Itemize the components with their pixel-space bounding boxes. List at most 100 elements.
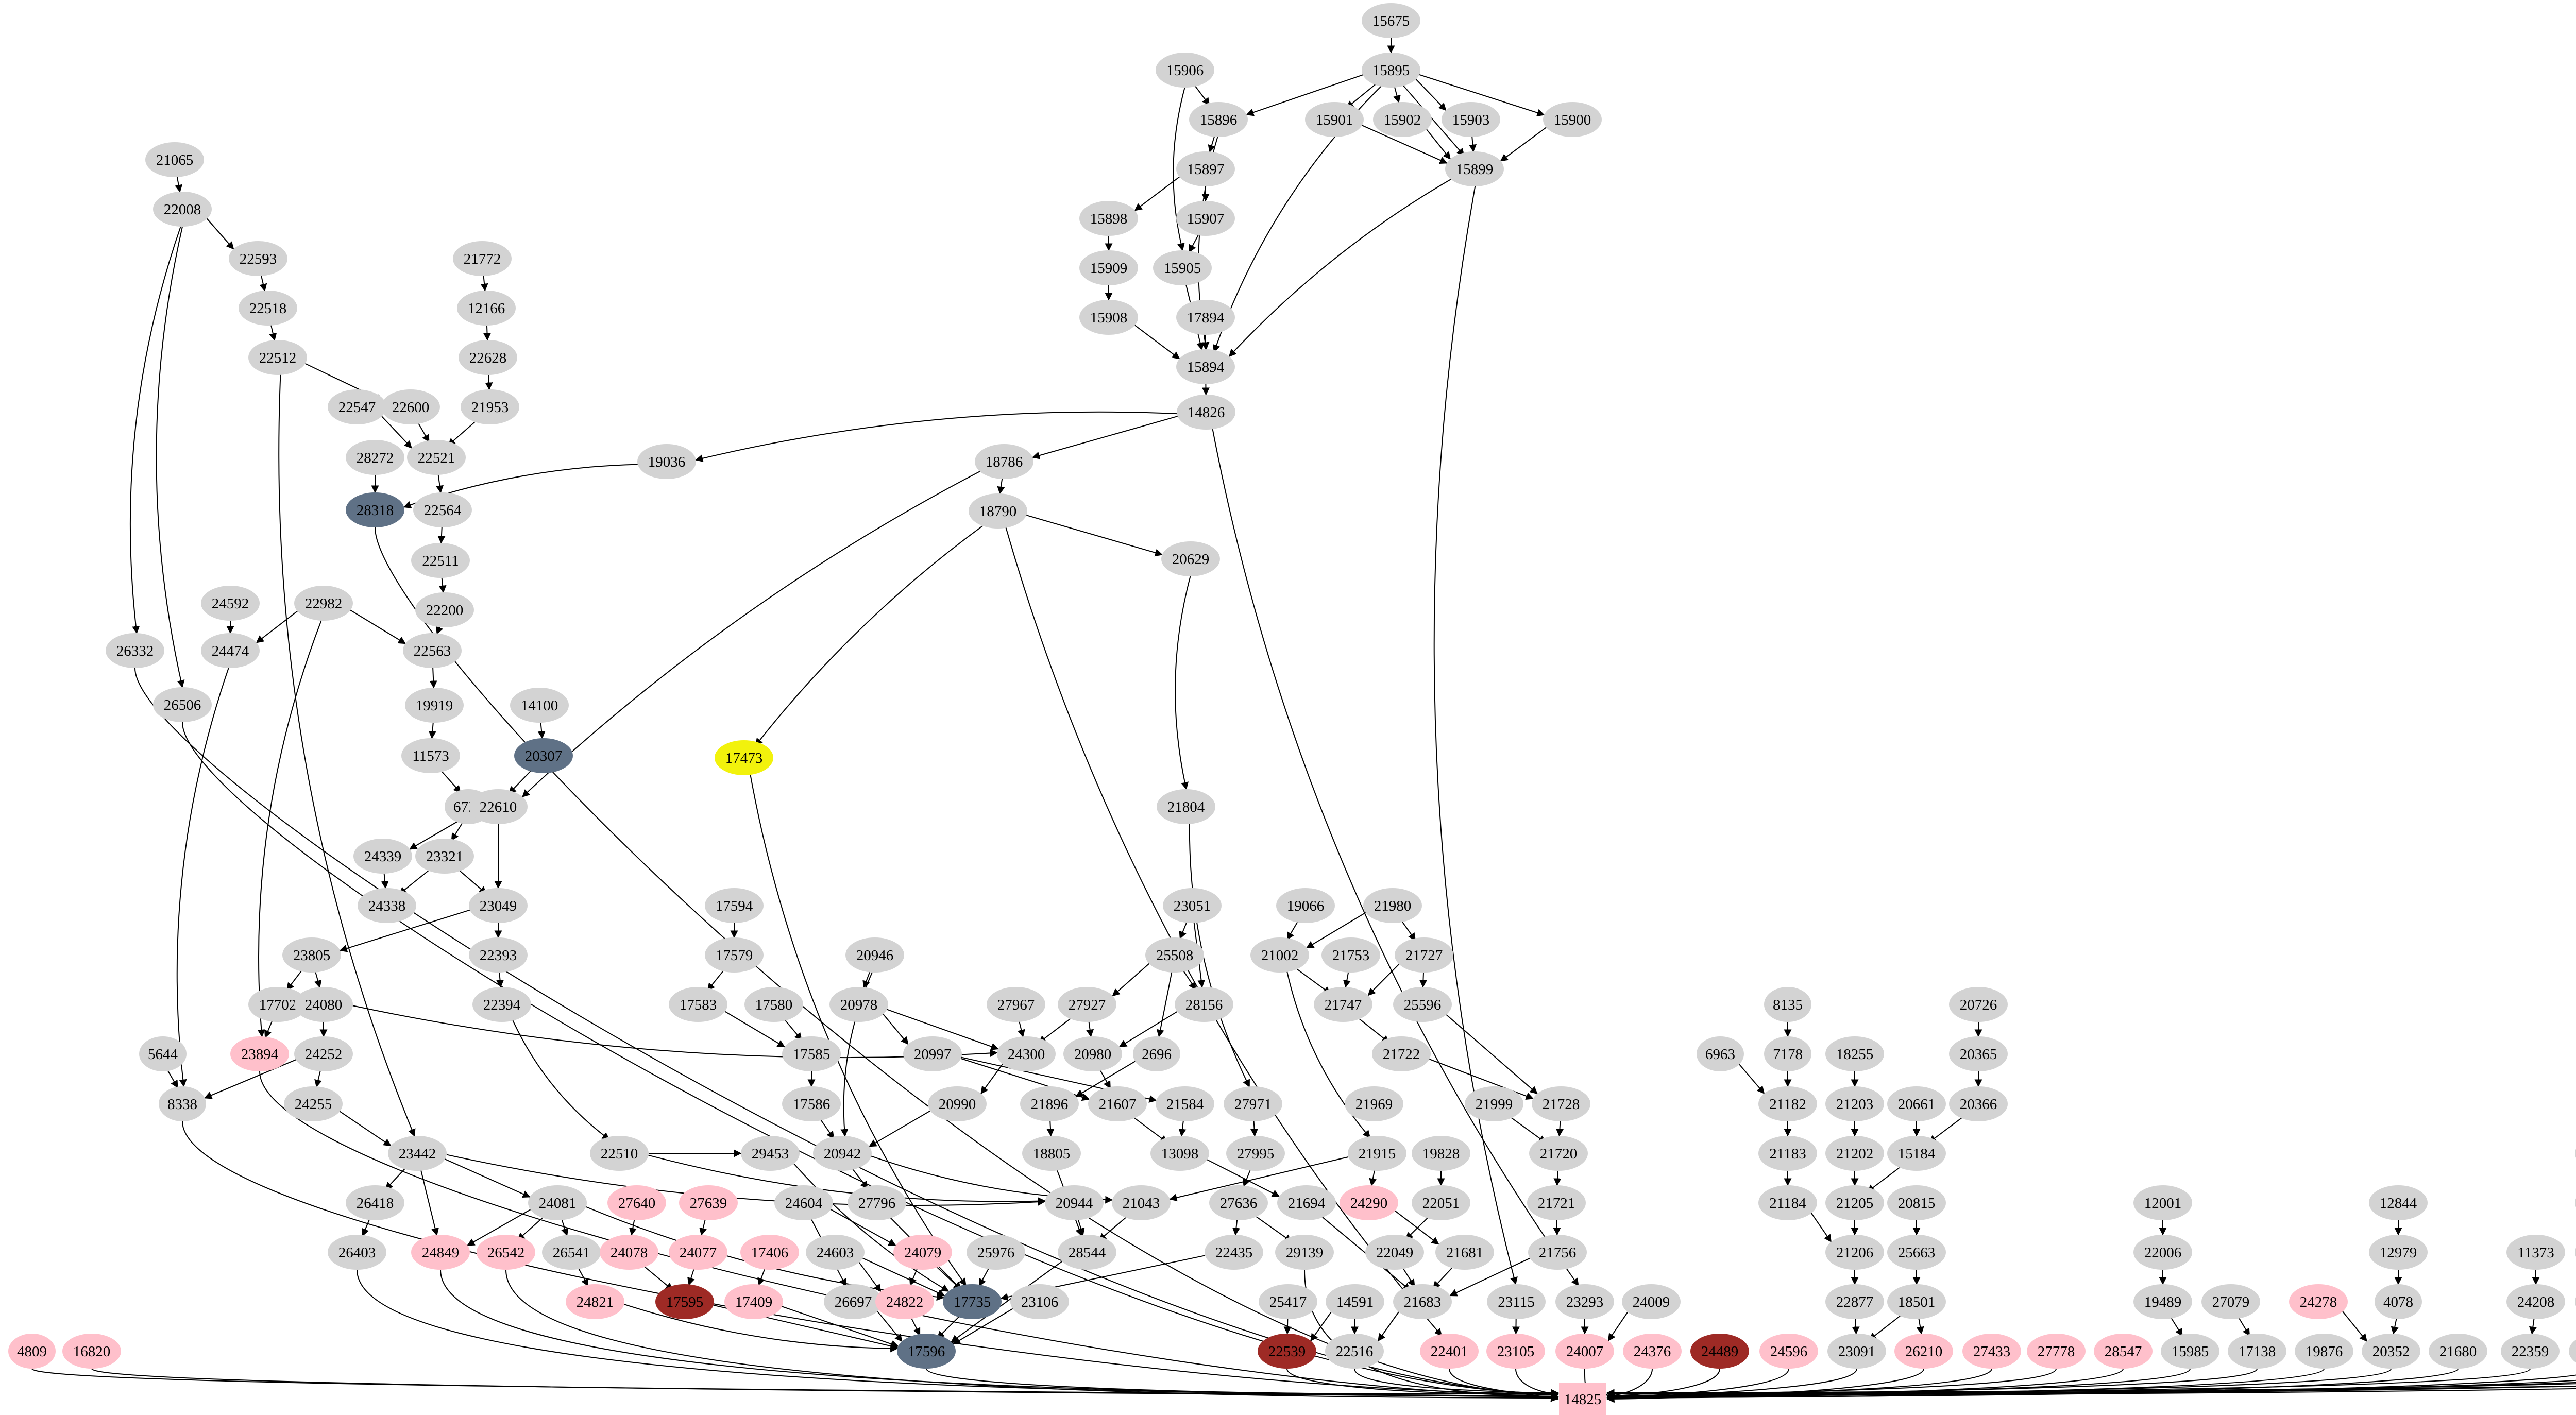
node-ellipse [403, 633, 462, 668]
graph-node-label: 28544 [1069, 1244, 1106, 1261]
node-ellipse [284, 1086, 343, 1121]
graph-node-29453: 29453 [741, 1136, 800, 1171]
graph-edge-23105-14825 [1515, 1368, 1559, 1400]
graph-node-17594: 17594 [705, 888, 764, 923]
graph-node-27927: 27927 [1058, 987, 1116, 1022]
node-ellipse [106, 633, 164, 668]
graph-node-label: 23091 [1838, 1343, 1876, 1360]
graph-node-label: 27639 [690, 1195, 727, 1212]
graph-node-label: 7178 [1773, 1046, 1803, 1063]
graph-node-label: 27927 [1069, 997, 1106, 1013]
graph-edge-26327-14825 [1606, 1386, 2576, 1397]
graph-node-label: 21720 [1540, 1146, 1578, 1162]
graph-edge-17735-17596 [937, 1314, 962, 1339]
graph-edge-21772-12166 [480, 276, 488, 292]
graph-node-label: 12166 [468, 300, 505, 317]
node-ellipse [1177, 395, 1235, 430]
graph-node-12979: 12979 [2369, 1235, 2428, 1270]
graph-node-label: 25508 [1156, 947, 1194, 964]
node-ellipse [1764, 987, 1811, 1022]
graph-node-label: 17586 [793, 1096, 831, 1113]
graph-node-label: 23106 [1021, 1294, 1059, 1310]
graph-edge-21584-13098 [1178, 1121, 1187, 1137]
graph-edge-22049-21683 [1402, 1267, 1415, 1287]
graph-node-label: 5644 [148, 1046, 178, 1063]
node-ellipse [346, 1185, 404, 1220]
graph-node-label: 22393 [480, 947, 517, 964]
graph-edge-24009-24007 [1607, 1311, 1629, 1341]
graph-node-27796: 27796 [848, 1185, 906, 1220]
graph-edge-28156-20980 [1118, 1011, 1178, 1048]
graph-node-21915: 21915 [1348, 1136, 1406, 1171]
graph-node-19489: 19489 [2133, 1284, 2192, 1319]
graph-node-26418: 26418 [346, 1185, 404, 1220]
graph-node-label: 22593 [240, 251, 277, 267]
graph-node-label: 17473 [725, 750, 763, 766]
graph-edge-17409-17596 [782, 1306, 899, 1348]
graph-node-label: 14100 [521, 697, 558, 714]
graph-node-label: 21607 [1099, 1096, 1137, 1113]
graph-node-label: 20946 [856, 947, 894, 964]
graph-node-13098: 13098 [1150, 1136, 1209, 1171]
graph-edge-20307-22610 [508, 768, 533, 794]
graph-node-7178: 7178 [1764, 1036, 1811, 1071]
graph-edge-23321-24338 [398, 867, 433, 895]
graph-node-label: 17585 [793, 1046, 831, 1063]
graph-node-25508: 25508 [1145, 937, 1204, 973]
node-ellipse [510, 688, 569, 723]
node-ellipse [453, 241, 512, 276]
graph-edge-27640-24078 [629, 1220, 637, 1236]
graph-node-label: 6963 [1705, 1046, 1735, 1063]
graph-edge-15903-15899 [1469, 137, 1477, 152]
graph-edge-21728-21720 [1555, 1121, 1564, 1137]
node-ellipse [1442, 102, 1500, 137]
graph-node-label: 24208 [2517, 1294, 2555, 1310]
graph-node-label: 15894 [1187, 359, 1225, 376]
node-ellipse [2201, 1284, 2260, 1319]
graph-node-15899: 15899 [1445, 151, 1504, 186]
graph-node-24252: 24252 [294, 1036, 353, 1071]
graph-edge-24603-24822 [858, 1262, 882, 1292]
graph-edge-24300-20990 [980, 1064, 1003, 1095]
graph-edge-18786-22610 [521, 471, 980, 797]
node-ellipse [1758, 1136, 1817, 1171]
graph-node-17406: 17406 [740, 1235, 799, 1270]
graph-node-label: 20365 [1960, 1046, 1997, 1063]
graph-node-27640: 27640 [607, 1185, 666, 1220]
graph-node-25976: 25976 [967, 1235, 1025, 1270]
graph-node-label: 22359 [2512, 1343, 2549, 1360]
graph-node-15895: 15895 [1362, 53, 1420, 88]
graph-node-label: 20997 [914, 1046, 952, 1063]
graph-node-label: 25663 [1898, 1244, 1936, 1261]
node-ellipse [590, 1136, 649, 1171]
graph-edge-14591-22539 [1310, 1311, 1332, 1342]
graph-node-22600: 22600 [381, 389, 440, 424]
graph-edge-22628-21953 [485, 374, 493, 390]
graph-edge-23049-23805 [339, 909, 470, 952]
node-ellipse [469, 789, 528, 824]
node-ellipse [1063, 1036, 1122, 1071]
node-ellipse [1163, 888, 1222, 923]
graph-edge-15897-15898 [1134, 176, 1180, 211]
graph-node-label: 18805 [1033, 1146, 1071, 1162]
graph-node-27971: 27971 [1224, 1086, 1282, 1121]
graph-edge-23805-24080 [314, 971, 322, 988]
graph-edge-18790-20629 [1026, 515, 1163, 557]
graph-node-21804: 21804 [1157, 789, 1215, 824]
node-ellipse [1825, 1086, 1884, 1121]
graph-node-label: 24077 [680, 1244, 717, 1261]
graph-edge-22982-23894 [257, 620, 322, 1037]
graph-node-label: 21804 [1167, 799, 1205, 815]
graph-node-label: 22628 [469, 350, 507, 366]
graph-node-24474: 24474 [201, 633, 260, 668]
graph-edge-22512-23442 [278, 374, 416, 1137]
graph-edge-22600-22521 [417, 422, 430, 443]
graph-node-label: 15903 [1452, 112, 1490, 128]
graph-edge-17586-20942 [819, 1118, 835, 1139]
graph-node-label: 24079 [904, 1244, 942, 1261]
graph-node-label: 26541 [553, 1244, 590, 1261]
graph-node-label: 22008 [164, 201, 201, 218]
graph-node-label: 19876 [2306, 1343, 2343, 1360]
graph-node-label: 29453 [752, 1146, 789, 1162]
graph-node-label: 23442 [399, 1146, 436, 1162]
